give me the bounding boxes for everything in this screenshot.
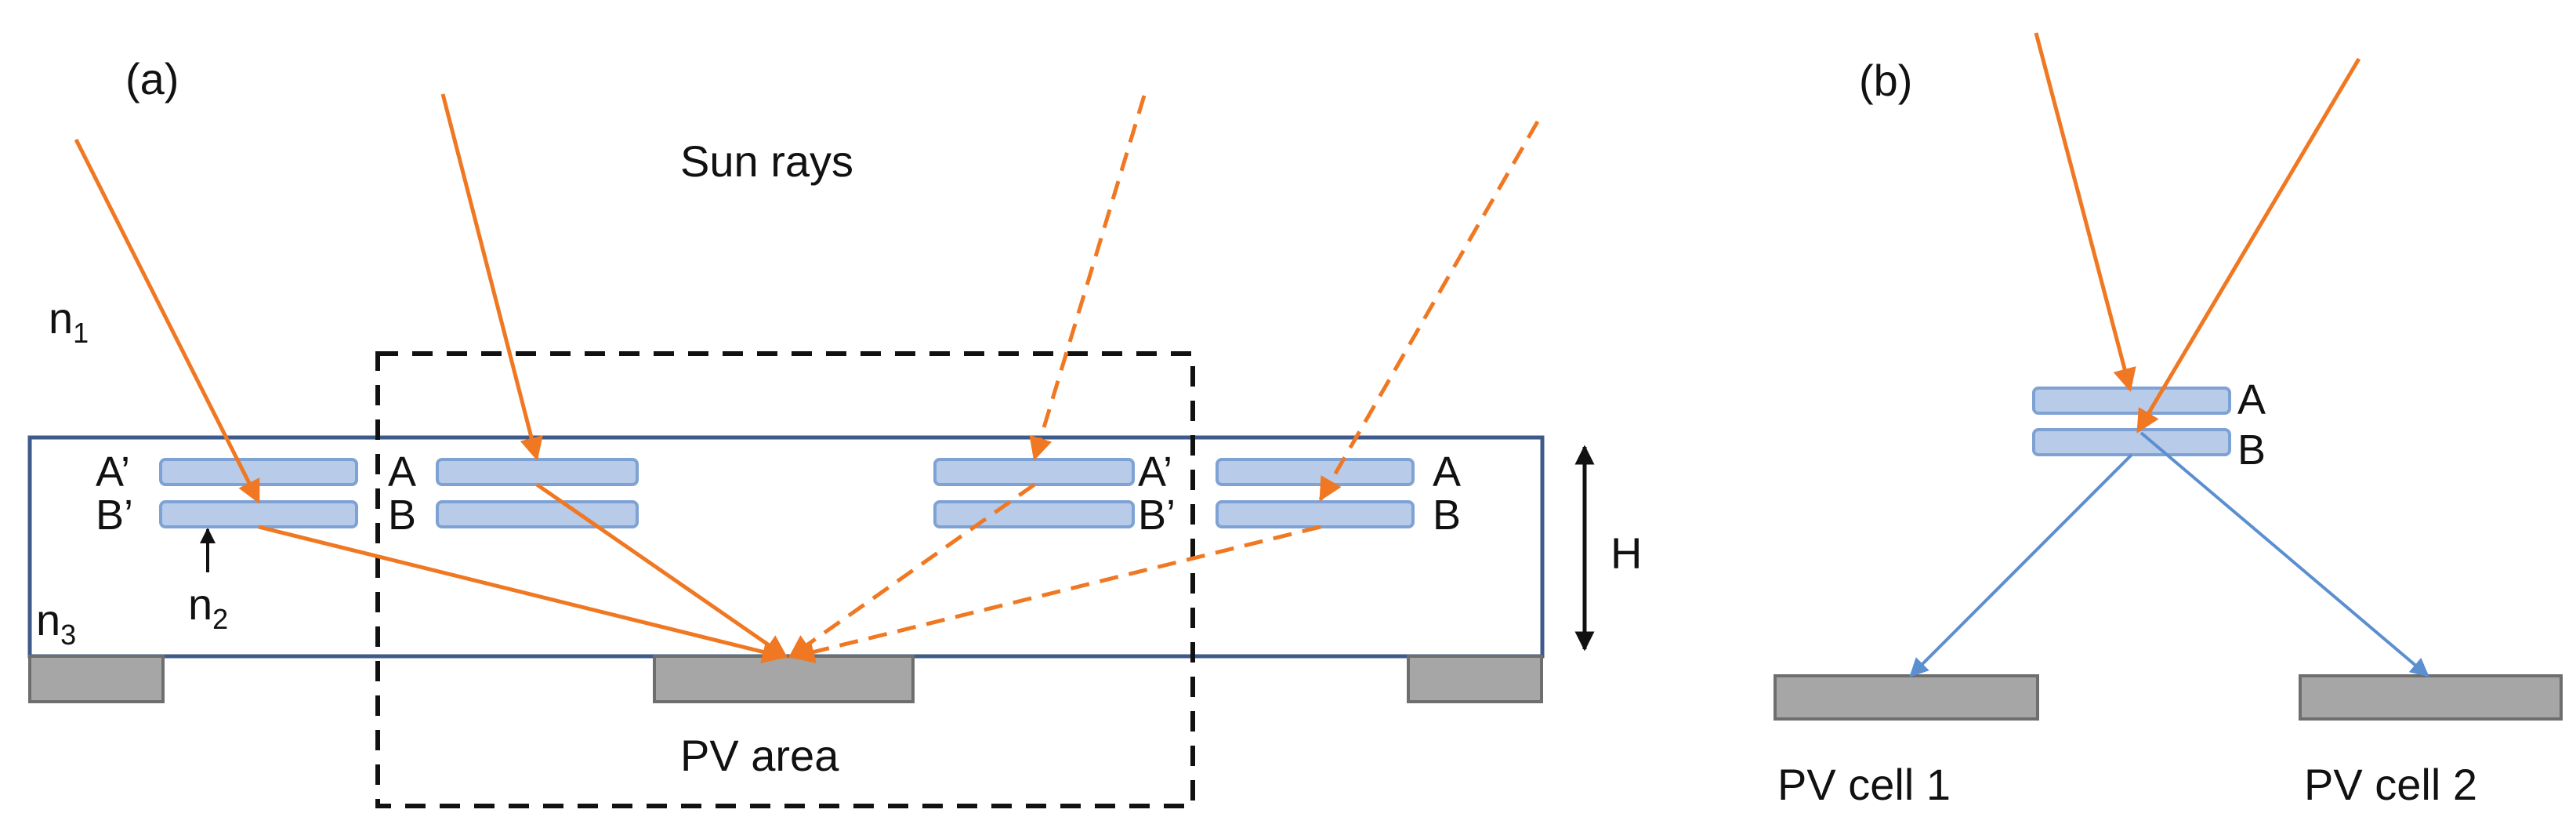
layer-a-prime-1	[159, 458, 358, 486]
stack-4-a-label: A	[1433, 448, 1461, 496]
panel-b-a-label: A	[2237, 376, 2266, 423]
layer-stack-1	[159, 458, 358, 528]
pv-cell-left	[28, 655, 165, 703]
redirected-ray-4-dashed	[791, 525, 1321, 664]
stack-1-a-prime-label: A’	[96, 448, 130, 496]
pv-area-label: PV area	[680, 731, 839, 780]
layer-b-2	[436, 500, 639, 528]
layer-a-2	[436, 458, 639, 486]
stack-3-a-prime-label: A’	[1138, 448, 1172, 496]
pv-cell-2	[2299, 674, 2563, 721]
stack-2-b-label: B	[388, 492, 416, 539]
n3-label: n3	[36, 595, 76, 651]
sun-ray-1	[74, 138, 261, 504]
stack-3-b-prime-label: B’	[1138, 492, 1176, 539]
stack-2-a-label: A	[388, 448, 416, 496]
n1-label: n1	[49, 293, 89, 349]
sun-rays-label: Sun rays	[680, 136, 853, 186]
panel-b-layer-a	[2032, 387, 2231, 415]
stack-1-b-prime-label: B’	[96, 492, 133, 539]
panel-a: (a) Sun rays n1 n2 n3 A’ B’ A B A’ B’ A …	[27, 54, 1642, 808]
pv-cell-1	[1773, 674, 2039, 721]
layer-a-prime-3	[933, 458, 1135, 486]
pv-cell-2-label: PV cell 2	[2304, 760, 2477, 809]
n2-label: n2	[188, 579, 228, 635]
pv-cell-center	[653, 655, 915, 703]
redirected-ray-1	[258, 525, 786, 664]
panel-b-layer-b	[2032, 428, 2231, 456]
layer-a-4	[1216, 458, 1415, 486]
pv-cell-right	[1407, 655, 1543, 703]
panel-b-sun-ray-1	[2034, 32, 2136, 392]
panel-a-label: (a)	[125, 54, 179, 103]
layer-b-4	[1216, 500, 1415, 528]
panel-b-b-label: B	[2237, 427, 2266, 474]
sun-ray-3-dashed	[1029, 95, 1147, 461]
stack-4-b-label: B	[1433, 492, 1461, 539]
redirected-ray-2	[535, 482, 788, 659]
layer-b-prime-3	[933, 500, 1135, 528]
panel-b: (b) A B PV cell 1 PV cell 2	[1773, 32, 2563, 809]
panel-b-sun-ray-2	[2136, 57, 2361, 434]
panel-b-redirected-ray-1	[1909, 453, 2133, 677]
layer-b-prime-1	[159, 500, 358, 528]
redirected-ray-3-dashed	[788, 482, 1036, 659]
height-label: H	[1610, 528, 1642, 578]
sun-ray-2	[440, 93, 543, 461]
panel-b-label: (b)	[1859, 56, 1912, 105]
unit-cell-dashed-box	[375, 351, 1195, 808]
sun-ray-4-dashed	[1318, 120, 1540, 502]
pv-cell-1-label: PV cell 1	[1777, 760, 1951, 809]
panel-b-redirected-ray-2	[2139, 431, 2429, 677]
